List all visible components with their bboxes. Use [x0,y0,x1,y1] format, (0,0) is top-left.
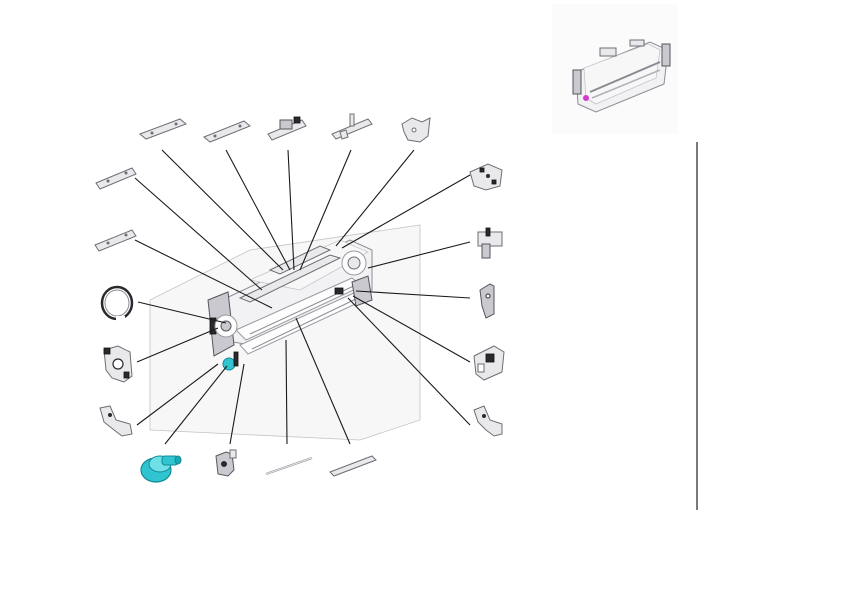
leader-lines [134,149,471,445]
part-lever-right [473,405,503,437]
part-lever-left [99,405,133,437]
assembly-overview-thumbnail [552,4,678,134]
part-guide-plate [331,113,373,140]
part-thin-rod [265,456,313,476]
fuser-main-assembly [149,224,421,441]
part-bearing-holder-top [469,163,503,191]
part-lock-lever [215,449,237,477]
part-snap-ring [100,285,134,321]
part-sensor-bracket [267,116,307,141]
part-flat-bar [329,455,377,477]
part-latch-arm [479,283,495,319]
part-bracket-right-upper [477,227,503,259]
part-mount-plate [401,117,431,143]
part-left-rail-lower [94,229,137,252]
part-shaft-bracket-b [203,120,251,143]
part-drive-gear [140,455,182,483]
part-side-frame-plate [103,345,133,383]
part-shaft-bracket-a [139,118,187,140]
part-clamp-block [473,345,505,381]
part-left-rail-upper [95,167,137,190]
